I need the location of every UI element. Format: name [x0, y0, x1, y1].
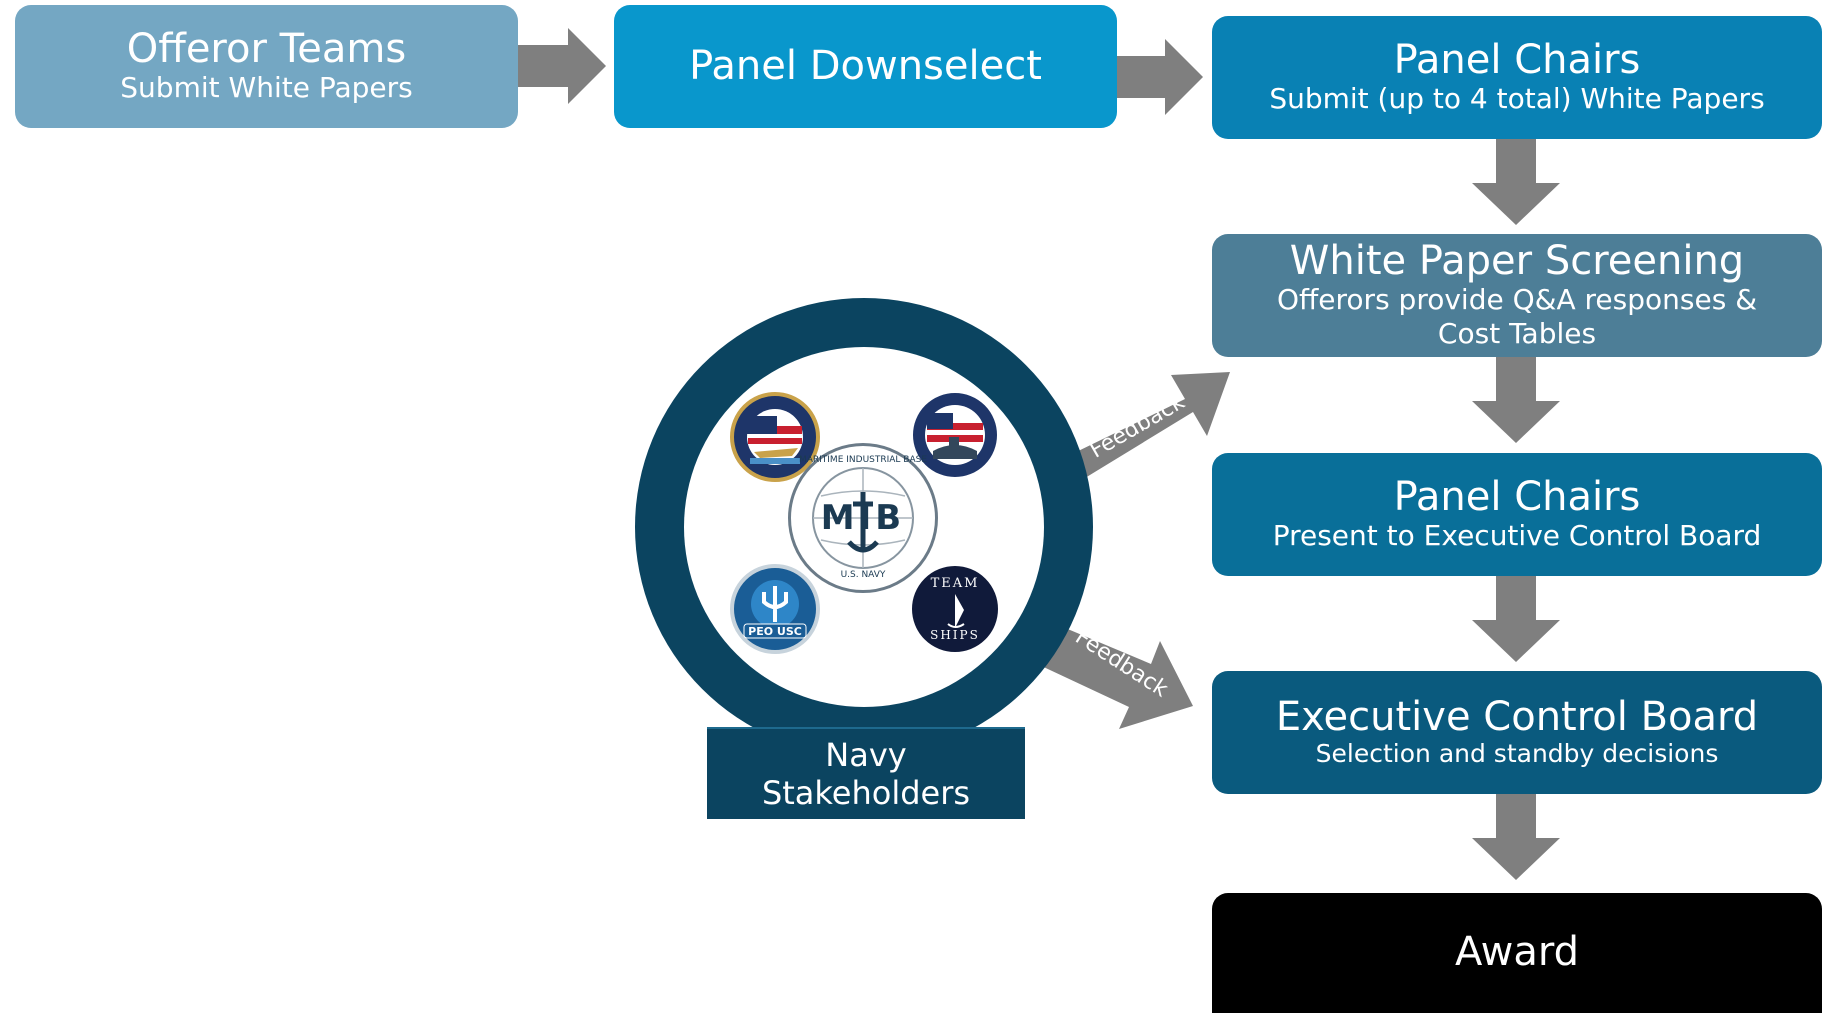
step-award: Award — [1212, 893, 1822, 1013]
step-title: Panel Downselect — [689, 42, 1042, 89]
mib-bottom-text: U.S. NAVY — [840, 570, 886, 580]
right-arrow-icon — [518, 28, 606, 104]
navy-stakeholders-label: Navy Stakeholders — [707, 727, 1025, 819]
step-title: Executive Control Board — [1275, 693, 1759, 740]
mib-monogram: MIB — [820, 498, 906, 538]
step-subtitle: Present to Executive Control Board — [1272, 519, 1762, 553]
step-white-paper-screening: White Paper Screening Offerors provide Q… — [1212, 234, 1822, 357]
mib-ring-text: MARITIME INDUSTRIAL BASE — [798, 455, 928, 465]
feedback-arrow-upper — [1065, 340, 1255, 490]
peo-usc-label: PEO USC — [748, 625, 802, 638]
down-arrow-icon — [1472, 357, 1560, 443]
step-panel-chairs-present: Panel Chairs Present to Executive Contro… — [1212, 453, 1822, 576]
maritime-industrial-base-logo: MARITIME INDUSTRIAL BASE MIB U.S. NAVY — [788, 443, 938, 593]
step-subtitle: Submit White Papers — [120, 71, 413, 105]
step-subtitle: Selection and standby decisions — [1315, 738, 1719, 768]
team-ships-top-text: TEAM — [930, 576, 980, 591]
feedback-arrow-lower — [1035, 605, 1235, 740]
team-ships-seal: TEAM SHIPS — [910, 564, 1000, 654]
aircraft-carriers-seal — [730, 392, 820, 482]
step-title: Panel Chairs — [1393, 36, 1641, 83]
step-subtitle: Submit (up to 4 total) White Papers — [1269, 82, 1765, 116]
step-title: Panel Chairs — [1393, 473, 1641, 520]
step-title: Offeror Teams — [126, 25, 407, 72]
step-title: Award — [1454, 929, 1580, 976]
step-title: White Paper Screening — [1289, 237, 1745, 284]
navy-stakeholders-text: Navy Stakeholders — [761, 735, 971, 812]
down-arrow-icon — [1472, 139, 1560, 225]
peo-usc-seal: PEO USC — [730, 564, 820, 654]
team-ships-bottom-text: SHIPS — [930, 628, 980, 642]
step-offeror-teams: Offeror Teams Submit White Papers — [15, 5, 518, 128]
right-arrow-icon — [1117, 39, 1203, 115]
down-arrow-icon — [1472, 576, 1560, 662]
step-subtitle: Offerors provide Q&A responses & Cost Ta… — [1276, 282, 1758, 351]
team-submarine-seal — [910, 390, 1000, 480]
step-panel-chairs-submit: Panel Chairs Submit (up to 4 total) Whit… — [1212, 16, 1822, 139]
step-executive-control-board: Executive Control Board Selection and st… — [1212, 671, 1822, 794]
step-panel-downselect: Panel Downselect — [614, 5, 1117, 128]
down-arrow-icon — [1472, 794, 1560, 880]
